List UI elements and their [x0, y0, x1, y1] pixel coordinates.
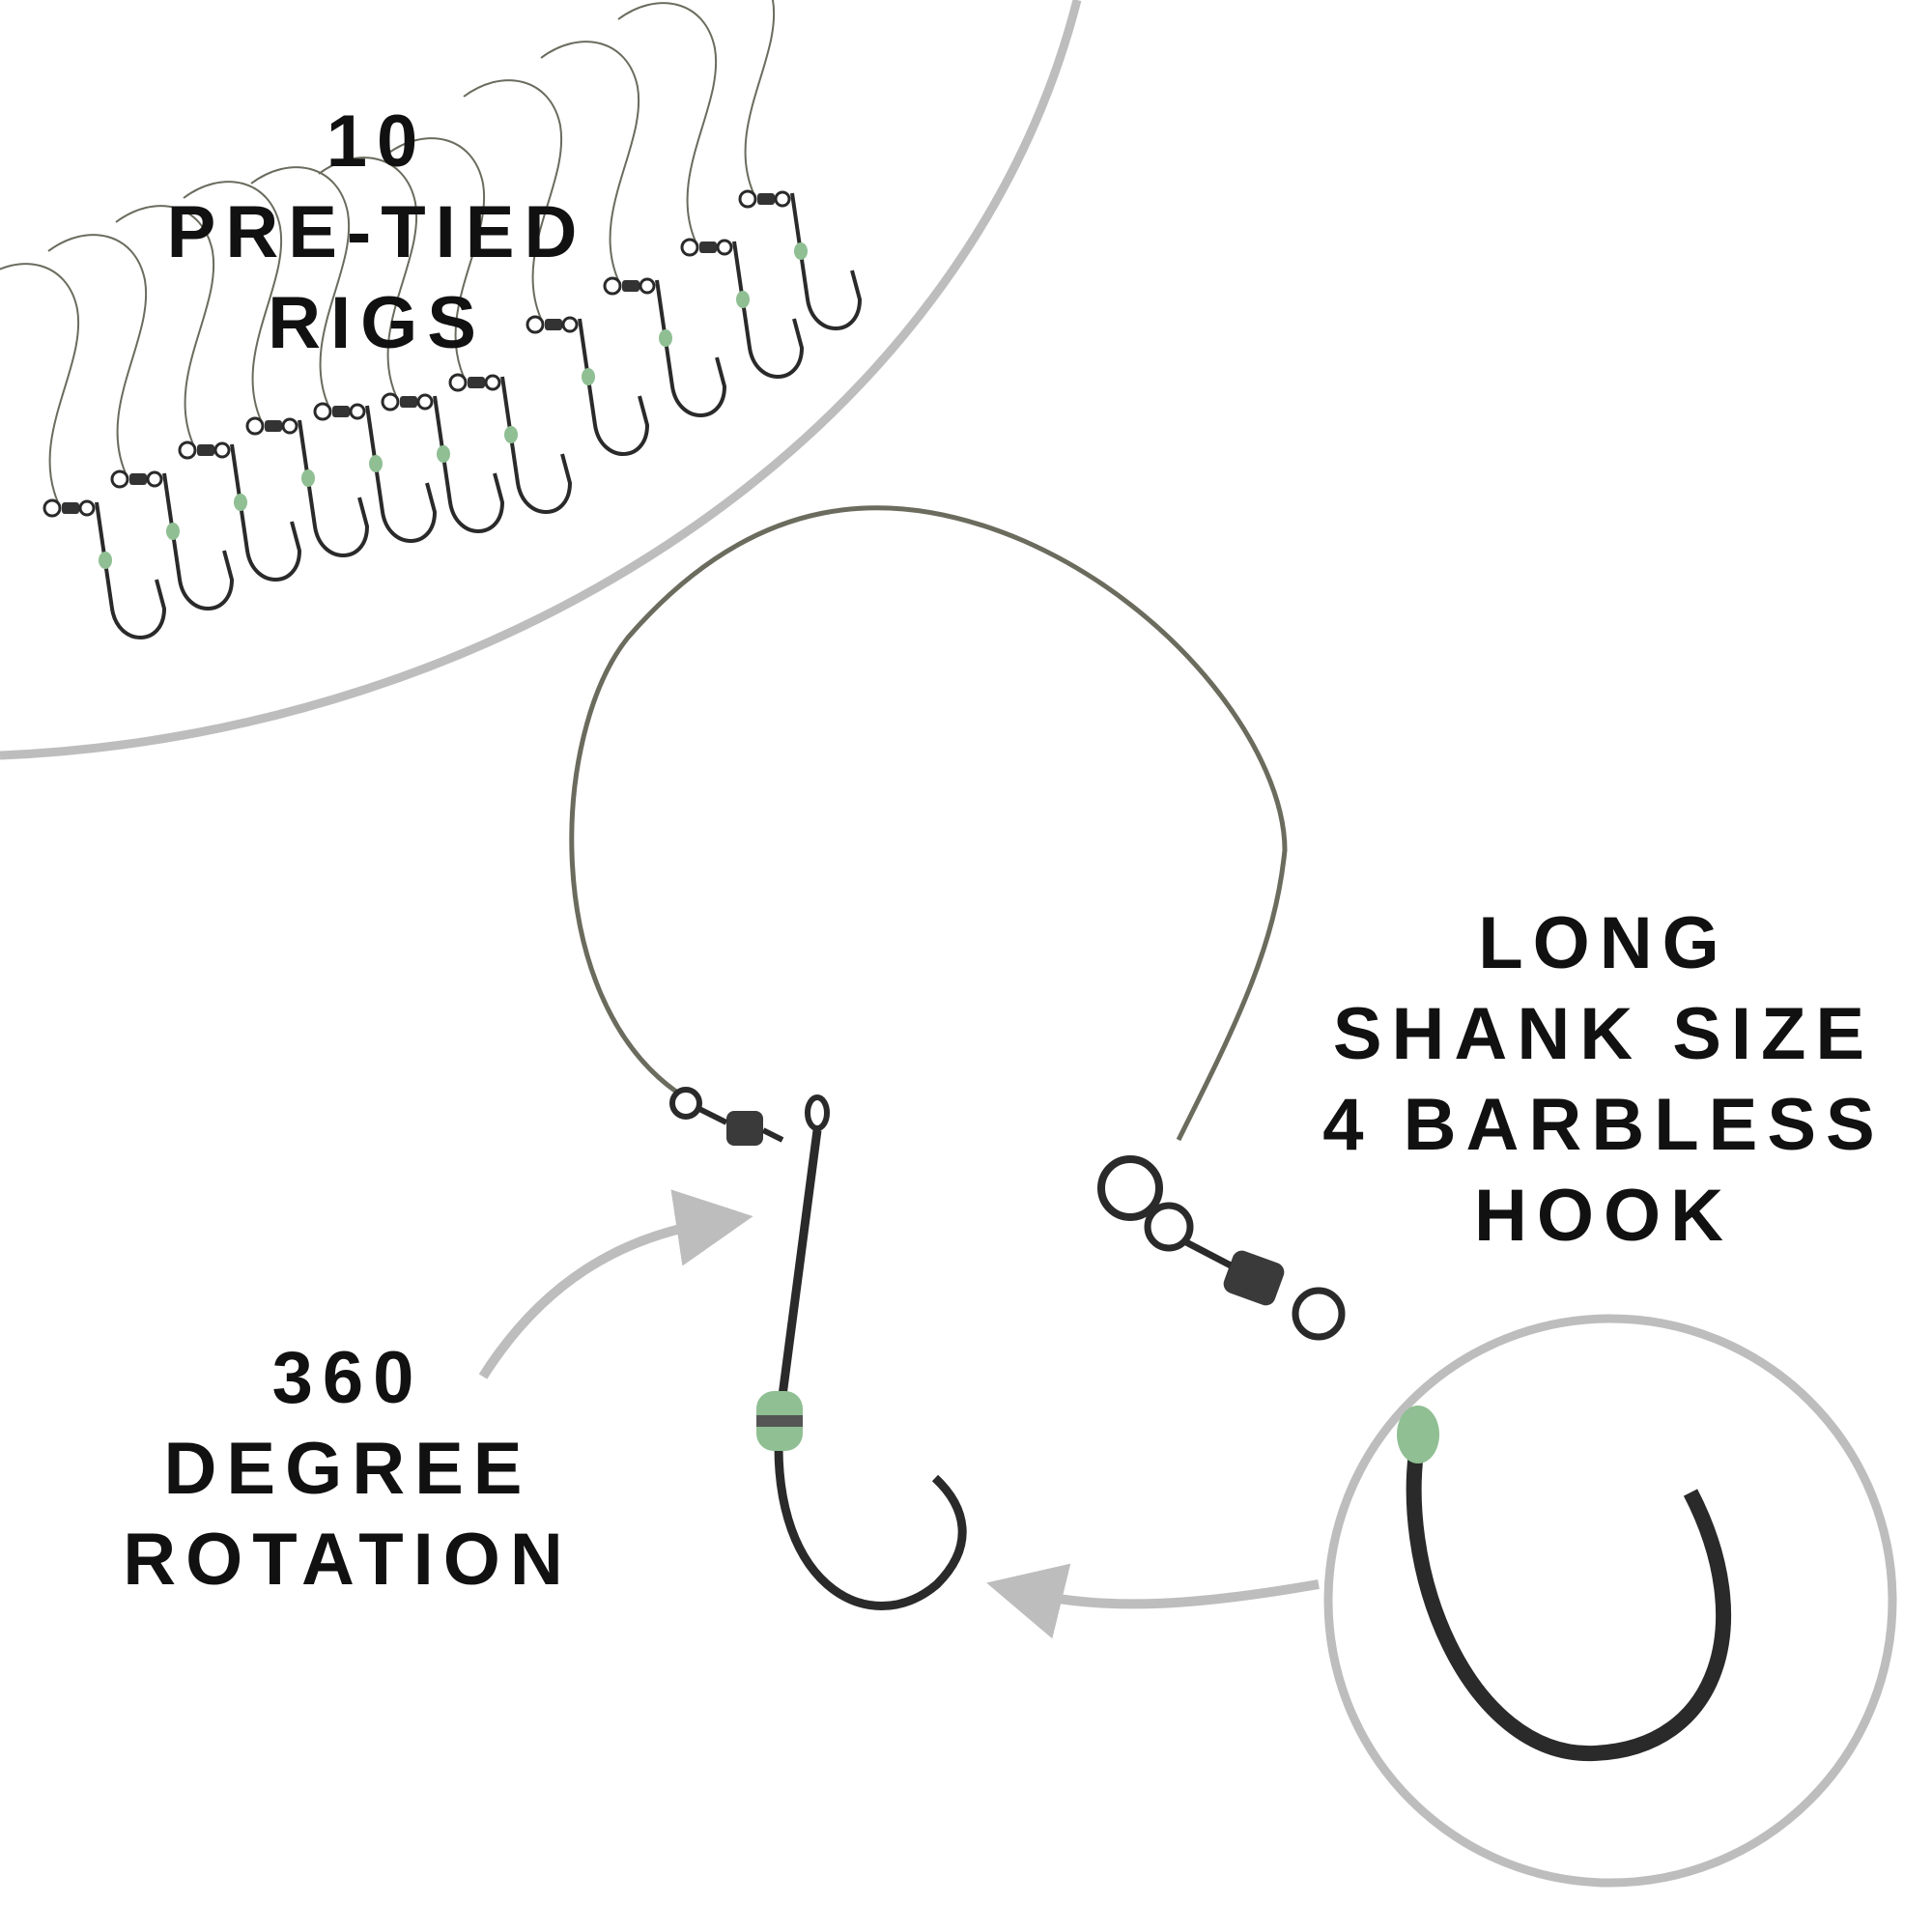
hook-icon	[756, 1094, 967, 1610]
callout-rotation: 360 DEGREE ROTATION	[106, 1333, 589, 1605]
magnifier-circle	[1323, 1314, 1897, 1888]
callout-hook: LONG SHANK SIZE 4 BARBLESS HOOK	[1304, 898, 1903, 1262]
arrow-icon	[986, 1563, 1320, 1639]
callout-line: RIGS	[268, 282, 486, 364]
callout-line: HOOK	[1474, 1175, 1733, 1257]
callout-line: 10	[326, 100, 428, 183]
callout-line: LONG	[1478, 902, 1729, 984]
callout-line: SHANK SIZE	[1332, 993, 1875, 1075]
mini-rig-1	[0, 262, 166, 639]
callout-line: PRE-TIED	[166, 191, 587, 273]
ring-swivel-icon	[1097, 1155, 1346, 1341]
callout-line: ROTATION	[123, 1519, 573, 1601]
mini-rig-11	[674, 0, 862, 330]
rigs-panel-arc	[0, 0, 1082, 760]
callout-line: 360	[271, 1337, 424, 1419]
callout-line: 4 BARBLESS	[1322, 1084, 1885, 1166]
mini-rig-10	[616, 1, 804, 379]
arrow-icon	[478, 1189, 753, 1379]
callout-pre-tied-rigs: 10 PRE-TIED RIGS	[145, 97, 609, 369]
swivel-icon	[669, 1087, 784, 1146]
braid-line	[569, 505, 1288, 1142]
callout-line: DEGREE	[163, 1428, 532, 1510]
